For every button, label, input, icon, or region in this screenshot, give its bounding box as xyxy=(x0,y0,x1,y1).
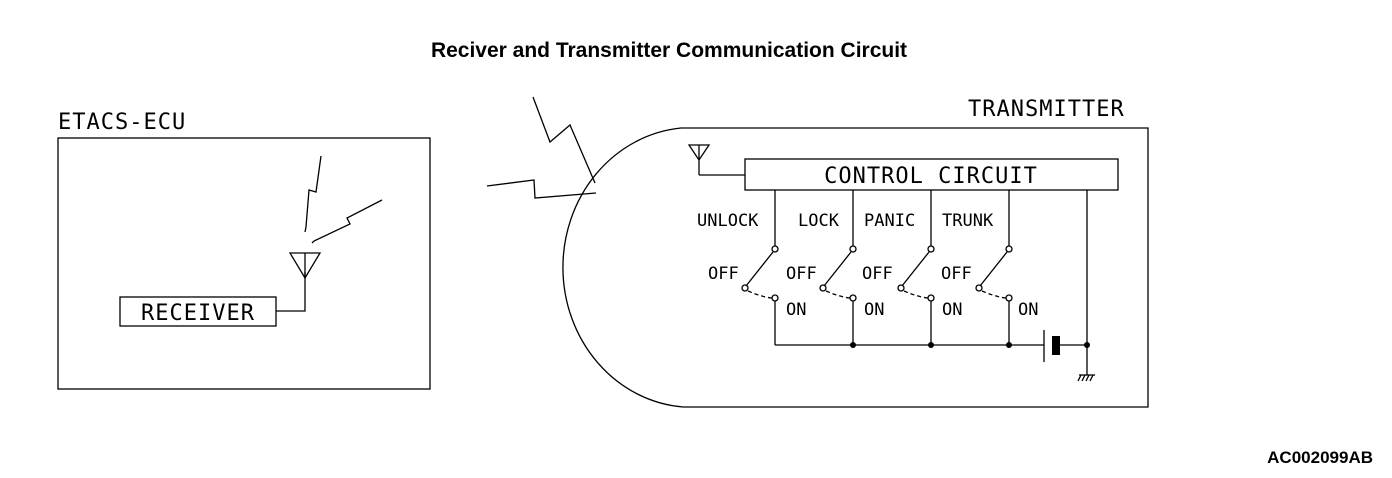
switch-name: UNLOCK xyxy=(697,211,759,231)
receiver-label: RECEIVER xyxy=(141,301,255,326)
receiver-antenna-wire xyxy=(276,272,306,312)
switch-name: PANIC xyxy=(864,211,915,231)
figure-code: AC002099AB xyxy=(1267,448,1373,467)
ecu-wave-icon xyxy=(304,155,322,233)
diagram-title: Reciver and Transmitter Communication Ci… xyxy=(431,39,907,62)
switch-panic: PANIC OFF ON xyxy=(862,190,962,345)
switch-on-label: ON xyxy=(864,300,884,320)
junction-dot xyxy=(1084,342,1090,348)
junction-dot xyxy=(1006,342,1012,348)
switch-trunk: TRUNK OFF ON xyxy=(941,190,1038,345)
junction-dot xyxy=(928,342,934,348)
switch-off-label: OFF xyxy=(786,264,817,284)
transmitter-block: TRANSMITTER CONTROL CIRCUIT UNLOCK O xyxy=(562,97,1149,408)
transmitter-antenna-icon xyxy=(687,144,745,176)
switch-name: TRUNK xyxy=(942,211,994,231)
wave-icon-2 xyxy=(486,179,597,199)
switch-name: LOCK xyxy=(798,211,840,231)
switch-off-label: OFF xyxy=(708,264,739,284)
switch-on-label: ON xyxy=(1018,300,1038,320)
switch-off-label: OFF xyxy=(862,264,893,284)
battery-icon xyxy=(1043,330,1087,362)
ecu-box xyxy=(57,137,431,390)
ecu-wave-icon-2 xyxy=(311,199,383,244)
junction-dot xyxy=(850,342,856,348)
control-circuit-label: CONTROL CIRCUIT xyxy=(824,164,1038,189)
etacs-ecu-block: ETACS-ECU RECEIVER xyxy=(57,110,431,390)
transmitter-label: TRANSMITTER xyxy=(968,97,1125,122)
ecu-label: ETACS-ECU xyxy=(58,110,186,135)
ground-icon xyxy=(1077,374,1095,382)
wave-icon xyxy=(532,96,596,184)
switch-on-label: ON xyxy=(786,300,806,320)
switch-lock: LOCK OFF ON xyxy=(786,190,884,345)
switch-unlock: UNLOCK OFF ON xyxy=(697,190,806,345)
ecu-antenna-icon xyxy=(288,252,322,280)
switch-on-label: ON xyxy=(942,300,962,320)
switch-off-label: OFF xyxy=(941,264,972,284)
transmitter-body xyxy=(562,127,1149,408)
